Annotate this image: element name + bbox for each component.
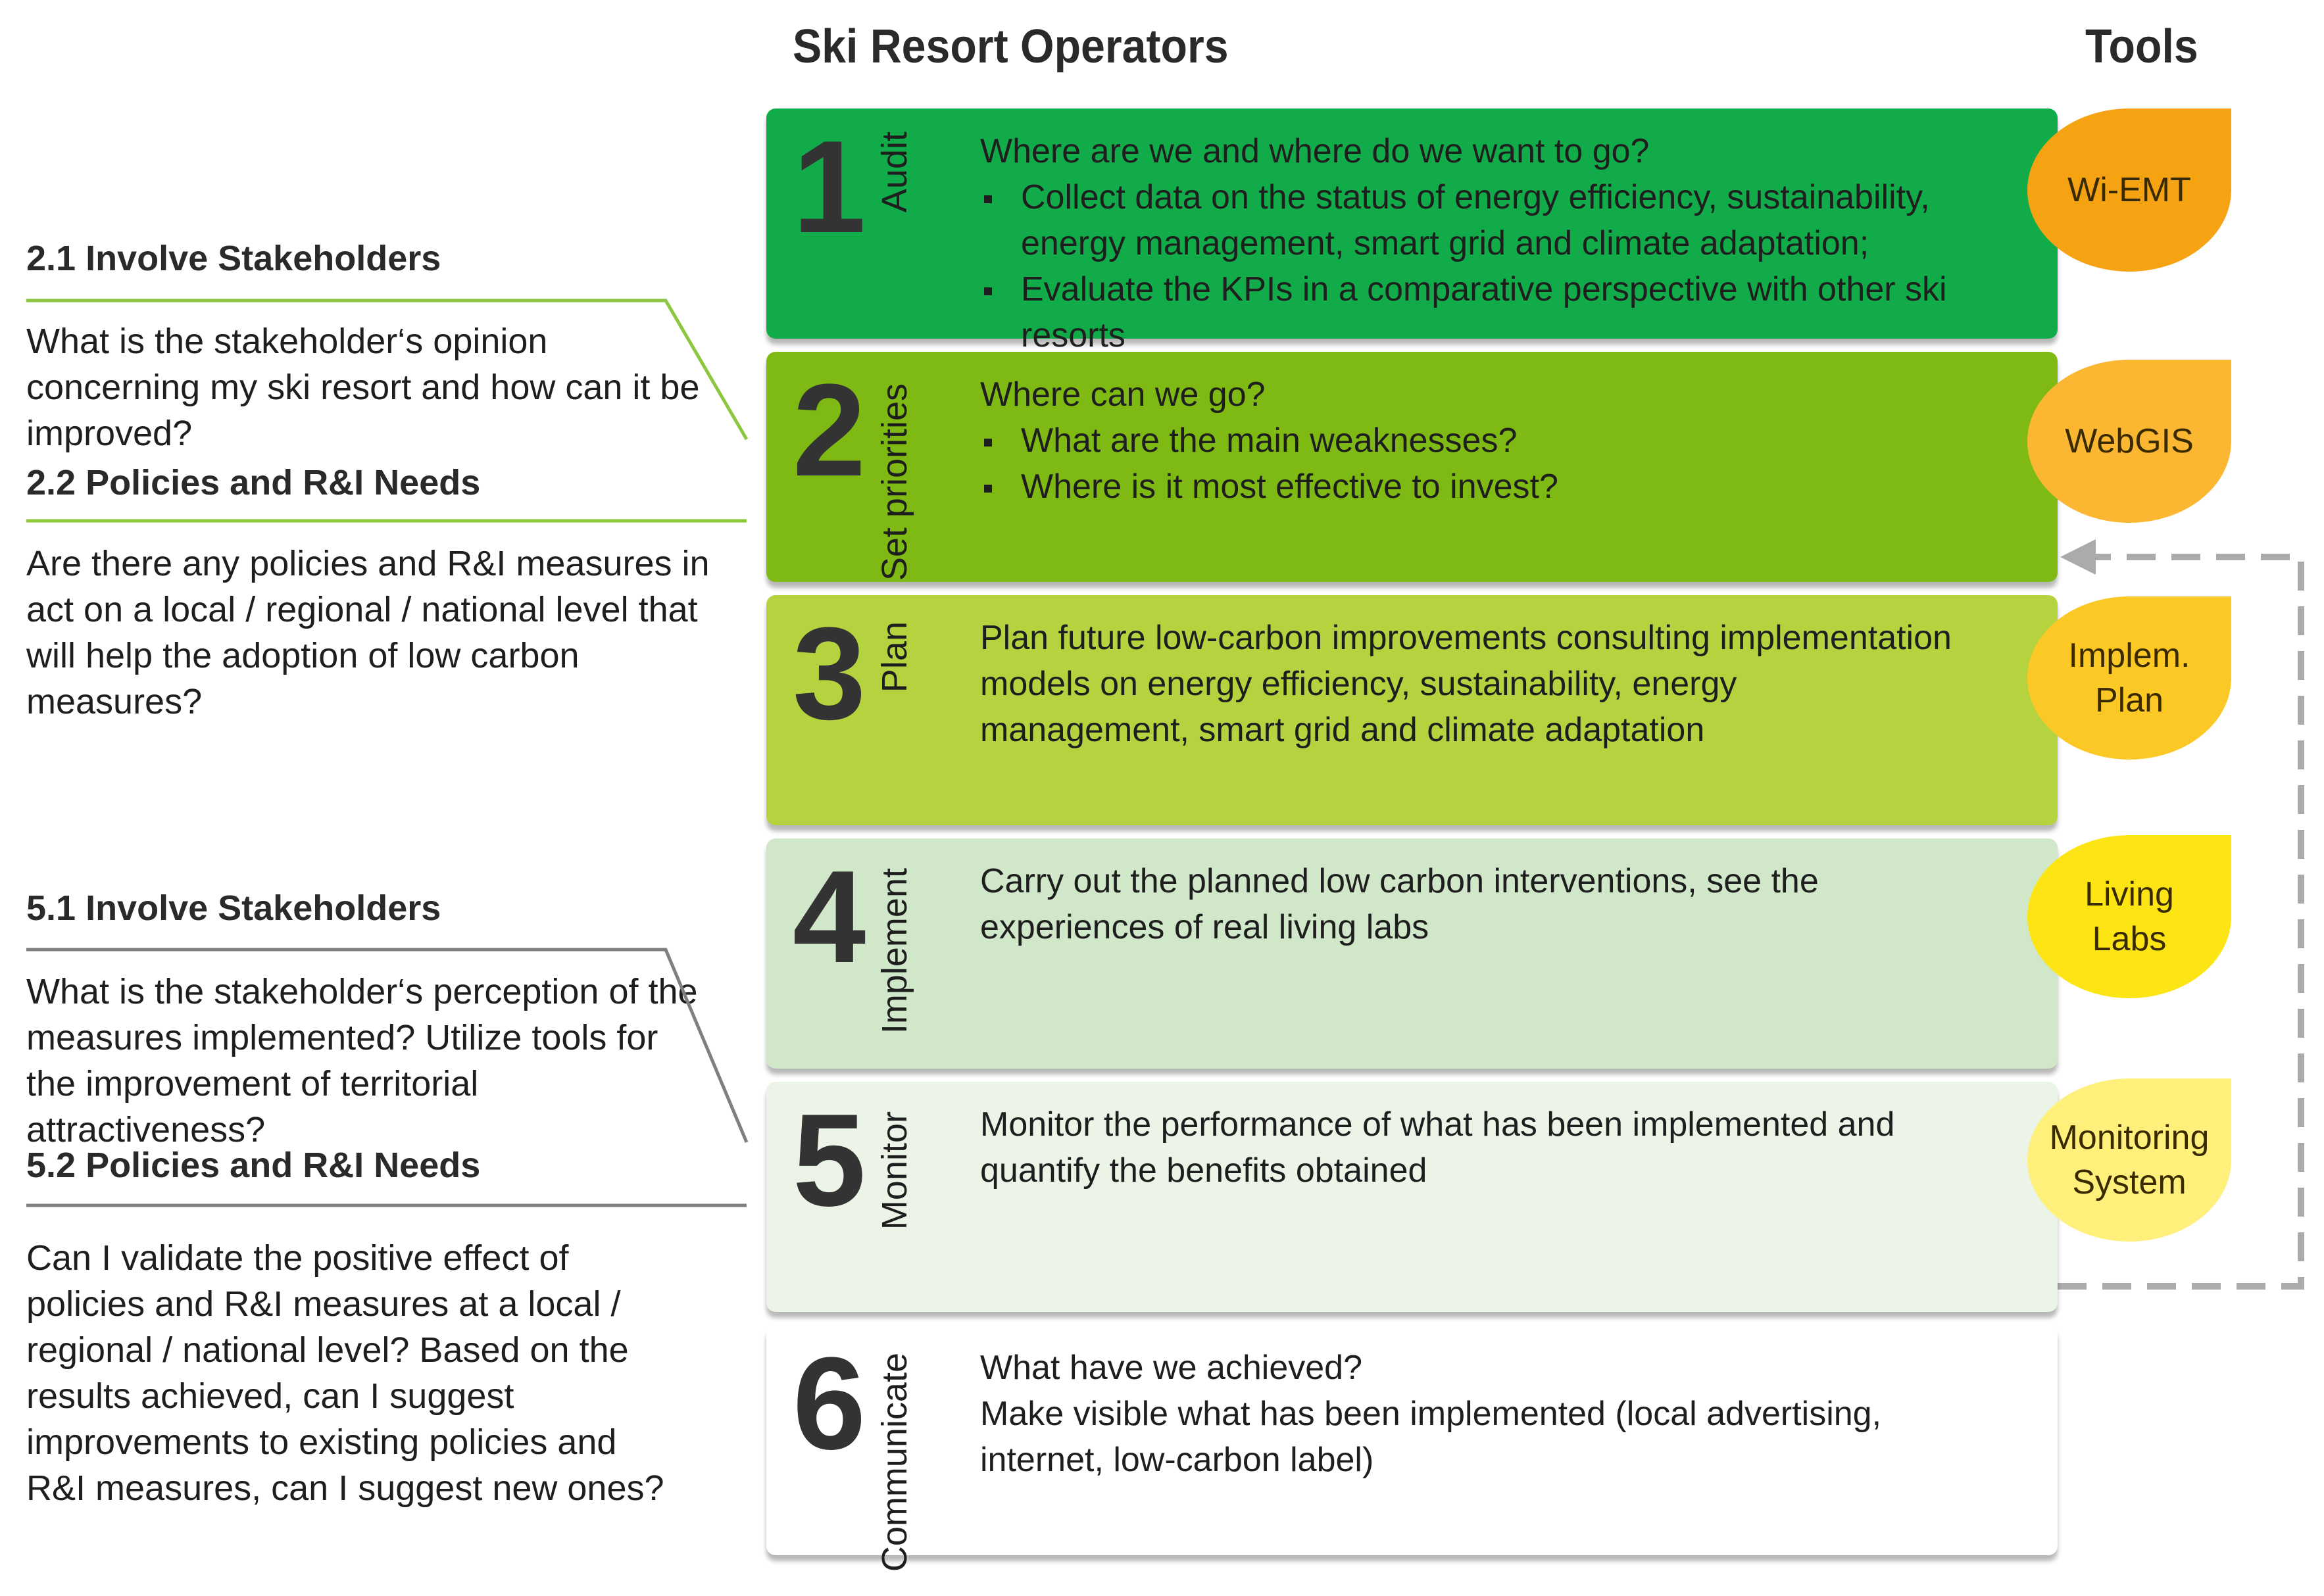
tool-label: Monitoring System xyxy=(2049,1119,2210,1201)
step-bullet: Where is it most effective to invest? xyxy=(980,464,2033,510)
tool-label: Living Labs xyxy=(2085,875,2174,958)
feedback-loop-arrow xyxy=(2058,554,2304,1290)
step-content: Where are we and where do we want to go?… xyxy=(980,128,2033,358)
tool-living-labs: Living Labs xyxy=(2027,835,2231,998)
step-line: Where are we and where do we want to go? xyxy=(980,132,1650,170)
feedback-loop-arrowhead xyxy=(2060,539,2096,575)
policies-2-2-title: 2.2 Policies and R&I Needs xyxy=(26,463,481,502)
step-line: What have we achieved? xyxy=(980,1349,1363,1387)
step-bullet: Collect data on the status of energy eff… xyxy=(980,174,2033,266)
step-content: Carry out the planned low carbon interve… xyxy=(980,858,1835,950)
involve-stakeholders-2-1-text: What is the stakeholder‘s opinion concer… xyxy=(26,322,700,453)
main-title: Ski Resort Operators xyxy=(793,20,1229,73)
step-line: Plan future low-carbon improvements cons… xyxy=(980,619,1952,749)
step-number: 6 xyxy=(793,1330,866,1477)
step-row-2: 2 Set priorities Where can we go? What a… xyxy=(766,352,2058,582)
step-stage-label: Monitor xyxy=(875,1111,914,1230)
tool-webgis: WebGIS xyxy=(2027,360,2231,523)
step-bullet: Evaluate the KPIs in a comparative persp… xyxy=(980,266,2033,358)
step-row-3: 3 Plan Plan future low-carbon improvemen… xyxy=(766,595,2058,825)
involve-stakeholders-5-1-title: 5.1 Involve Stakeholders xyxy=(26,888,441,928)
tool-wi-emt: Wi-EMT xyxy=(2027,109,2231,272)
step-line: Carry out the planned low carbon interve… xyxy=(980,862,1819,946)
step-row-6: 6 Communicate What have we achieved? Mak… xyxy=(766,1325,2058,1572)
tool-label: WebGIS xyxy=(2065,422,2194,460)
step-content: Monitor the performance of what has been… xyxy=(980,1101,1901,1194)
connector-5-1 xyxy=(26,948,749,1143)
step-stage-label: Plan xyxy=(875,621,914,693)
step-row-1: 1 Audit Where are we and where do we wan… xyxy=(766,109,2058,354)
tool-label: Implem. Plan xyxy=(2068,637,2190,719)
step-row-5: 5 Monitor Monitor the performance of wha… xyxy=(766,1082,2058,1312)
step-number: 3 xyxy=(793,600,866,747)
step-stage-label: Audit xyxy=(875,132,914,213)
step-line: Where can we go? xyxy=(980,375,1266,414)
step-content: Plan future low-carbon improvements cons… xyxy=(980,615,1954,753)
step-stage-label: Implement xyxy=(875,868,914,1034)
tool-monitoring-system: Monitoring System xyxy=(2027,1078,2231,1242)
step-bullet: What are the main weaknesses? xyxy=(980,418,2033,464)
step-number: 5 xyxy=(793,1087,866,1234)
policies-5-2-text: Can I validate the positive effect of po… xyxy=(26,1238,664,1508)
step-number: 1 xyxy=(793,114,866,260)
tools-title: Tools xyxy=(2085,20,2198,73)
step-line: Make visible what has been implemented (… xyxy=(980,1395,1882,1479)
step-row-4: 4 Implement Carry out the planned low ca… xyxy=(766,838,2058,1069)
connector-2-1 xyxy=(26,299,749,441)
policies-2-2-text: Are there any policies and R&I measures … xyxy=(26,544,710,721)
step-stage-label: Set priorities xyxy=(875,383,914,581)
involve-stakeholders-5-1-text: What is the stakeholder‘s perception of … xyxy=(26,972,698,1149)
step-number: 2 xyxy=(793,357,866,504)
involve-stakeholders-2-1-title: 2.1 Involve Stakeholders xyxy=(26,239,441,278)
tool-implem-plan: Implem. Plan xyxy=(2027,596,2231,760)
step-line: Monitor the performance of what has been… xyxy=(980,1105,1895,1190)
step-content: What have we achieved? Make visible what… xyxy=(980,1345,1967,1483)
tool-label: Wi-EMT xyxy=(2067,171,2191,209)
step-content: Where can we go? What are the main weakn… xyxy=(980,372,2033,510)
step-stage-label: Communicate xyxy=(875,1353,914,1572)
policies-5-2-title: 5.2 Policies and R&I Needs xyxy=(26,1146,481,1185)
step-number: 4 xyxy=(793,844,866,990)
